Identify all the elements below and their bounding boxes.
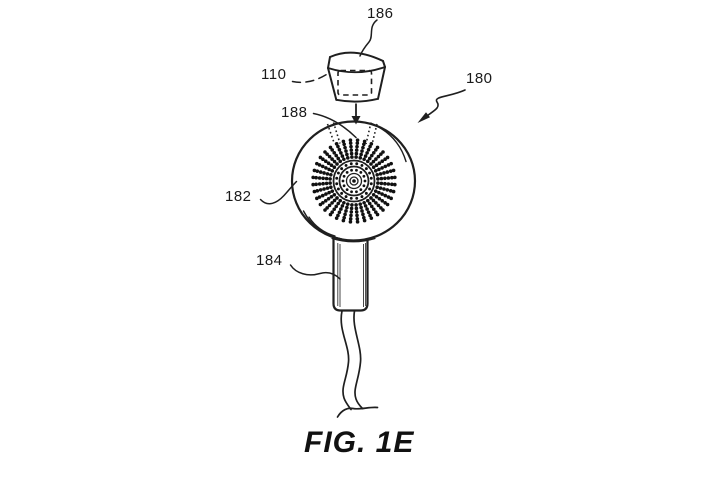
leader-line-182	[259, 180, 298, 205]
ref-label-180: 180	[466, 70, 493, 87]
cable	[336, 310, 379, 418]
figure-caption: FIG. 1E	[304, 426, 415, 459]
ear-tip-cap	[327, 51, 386, 103]
ref-label-184: 184	[256, 252, 283, 269]
cable-break-mark	[336, 406, 379, 418]
leader-line-188	[312, 112, 357, 139]
pointer-arrow-180-icon	[417, 89, 466, 123]
ref-label-182: 182	[225, 188, 252, 205]
ref-label-186: 186	[367, 5, 394, 22]
component-110-hidden-outline	[337, 69, 373, 96]
ref-label-188: 188	[281, 104, 308, 121]
leader-line-110	[291, 73, 328, 84]
speaker-grille	[311, 138, 397, 224]
leader-lines	[259, 19, 378, 280]
earbud-body	[290, 120, 417, 243]
leader-line-186	[359, 19, 378, 57]
stem-shading-lines	[337, 243, 367, 307]
ref-label-110: 110	[261, 66, 287, 83]
insert-direction-arrow-icon	[351, 103, 361, 125]
stem	[332, 238, 369, 312]
attachment-guide-lines	[326, 122, 378, 145]
leader-line-184	[289, 264, 341, 280]
